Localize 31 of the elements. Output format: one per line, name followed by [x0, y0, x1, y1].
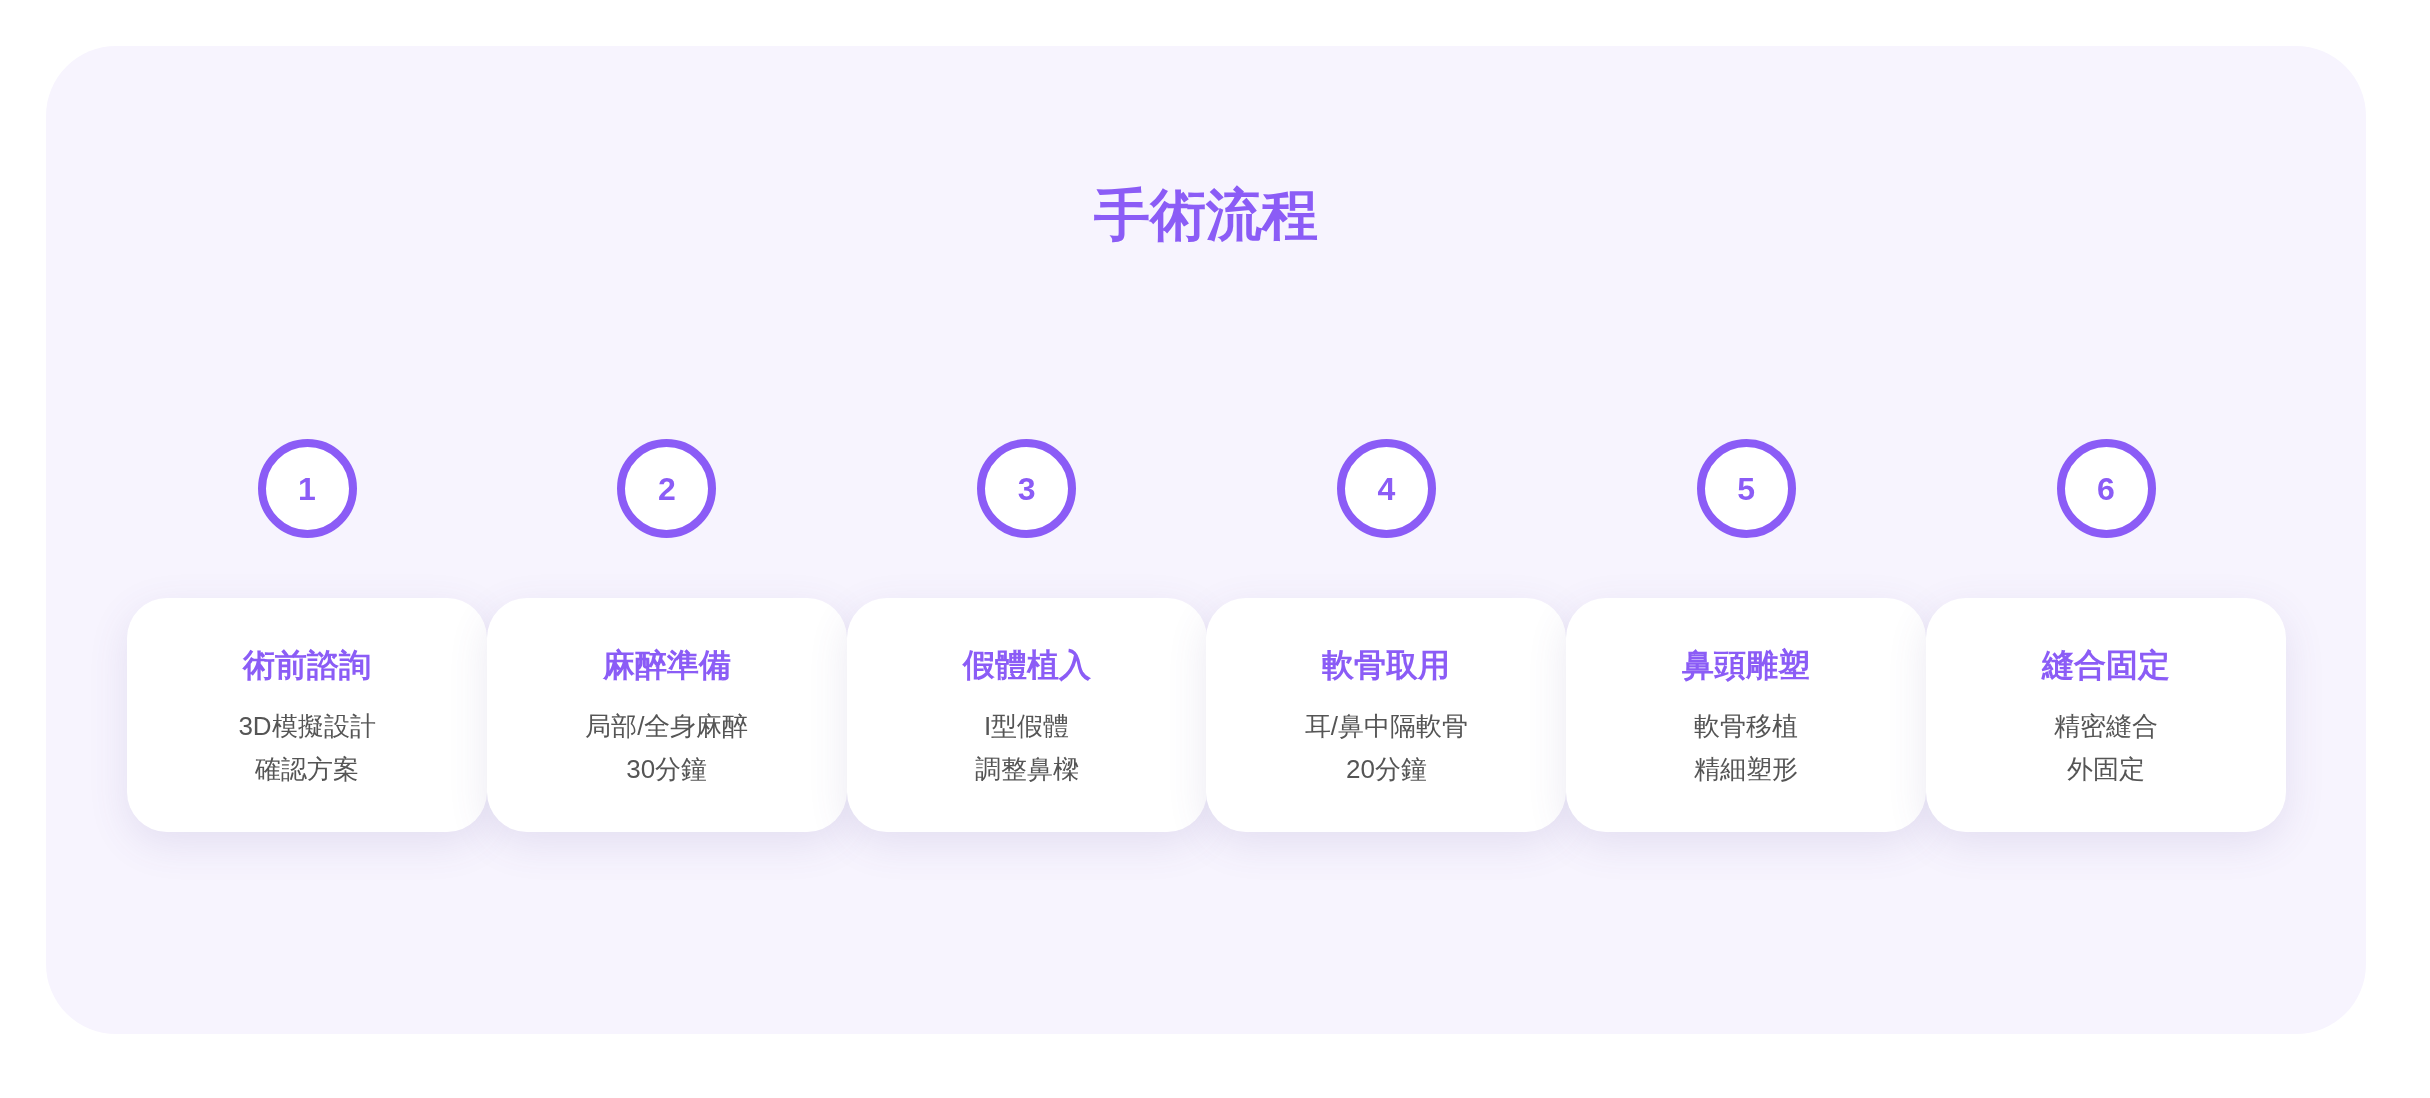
- step-card: [1206, 598, 1567, 832]
- step-number: 2: [657, 470, 676, 507]
- step-card: [486, 598, 847, 832]
- step-card: [127, 598, 487, 832]
- step-card: [1926, 598, 2286, 832]
- step-detail: I型假體: [983, 710, 1070, 743]
- step-detail: 局部/全身麻醉: [585, 710, 749, 743]
- step-title: 麻醉準備: [602, 646, 731, 685]
- step-detail: 軟骨移植: [1694, 710, 1799, 743]
- step-detail: 確認方案: [255, 753, 359, 786]
- step-detail: 3D模擬設計: [238, 710, 376, 743]
- step-detail: 20分鐘: [1345, 753, 1427, 786]
- step-number: 1: [298, 470, 316, 507]
- step-detail: 30分鐘: [626, 753, 708, 786]
- step-number: 4: [1377, 470, 1396, 507]
- step-detail: 外固定: [2067, 753, 2145, 786]
- step-title: 假體植入: [962, 646, 1091, 685]
- step-card: [1566, 598, 1927, 832]
- step-title: 術前諮詢: [243, 646, 371, 685]
- step-number: 6: [2097, 470, 2115, 507]
- step-number: 3: [1017, 470, 1036, 507]
- step-detail: 耳/鼻中隔軟骨: [1304, 710, 1468, 743]
- diagram-title: 手術流程: [1094, 182, 1318, 248]
- step-card: [846, 598, 1207, 832]
- step-detail: 調整鼻樑: [974, 753, 1079, 786]
- step-title: 縫合固定: [2042, 646, 2170, 685]
- step-detail: 精密縫合: [2054, 710, 2158, 743]
- step-title: 鼻頭雕塑: [1682, 646, 1811, 685]
- step-number: 5: [1737, 470, 1756, 507]
- step-title: 軟骨取用: [1322, 646, 1451, 685]
- step-detail: 精細塑形: [1694, 753, 1799, 786]
